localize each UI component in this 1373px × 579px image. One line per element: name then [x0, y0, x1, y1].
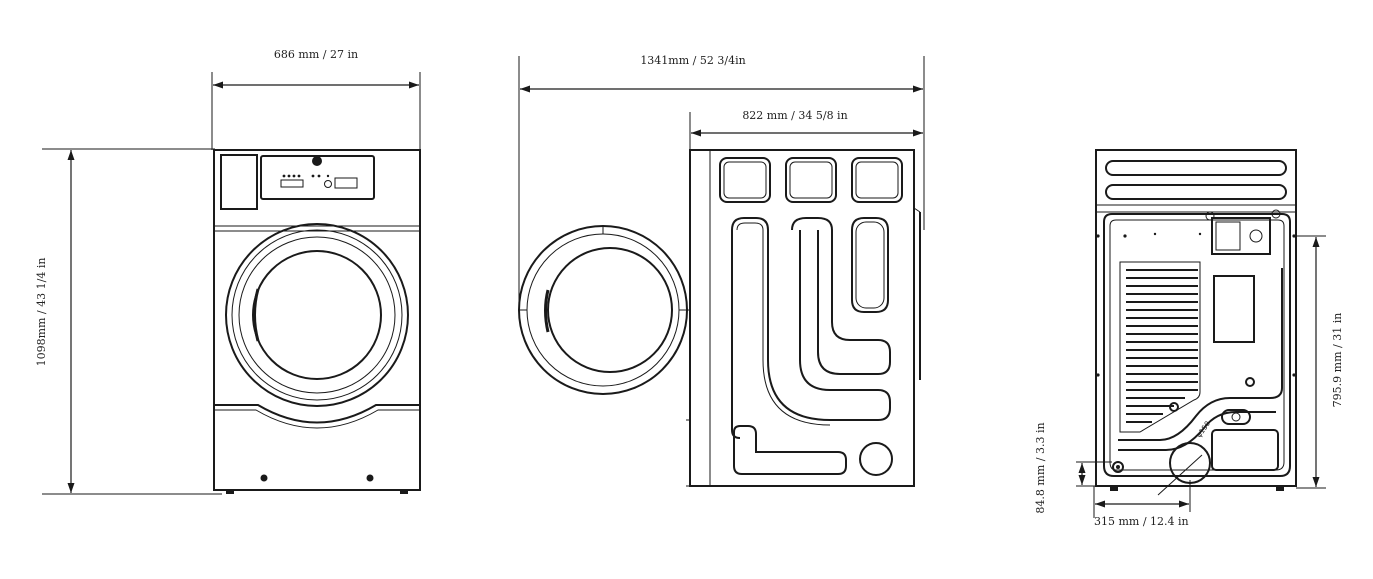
side-vent [719, 157, 771, 203]
rear-vent-slots [1126, 269, 1198, 423]
side-view: 1341mm / 52 3/4in 822 mm / 34 5/8 in [518, 54, 925, 487]
front-width-dimension: 686 mm / 27 in [211, 48, 421, 150]
rear-small-height-label: 84.8 mm / 3.3 in [1034, 422, 1047, 513]
front-height-label: 1098mm / 43 1/4 in [35, 258, 48, 367]
rear-access-panel [1211, 429, 1279, 471]
side-cabinet [689, 149, 915, 487]
rear-small-height-dimension: 84.8 mm / 3.3 in [1034, 422, 1112, 514]
front-dispenser [220, 154, 258, 210]
side-vent [785, 157, 837, 203]
rear-cabinet [1095, 149, 1297, 487]
front-view: 686 mm / 27 in 1098mm / 43 1/4 in [35, 48, 421, 495]
front-knob [312, 156, 322, 166]
side-total-depth-label: 1341mm / 52 3/4in [640, 54, 745, 67]
side-total-depth-dimension: 1341mm / 52 3/4in [518, 54, 925, 312]
rear-vent-height-label: 795.9 mm / 31 in [1331, 313, 1344, 408]
front-control-panel [260, 155, 375, 200]
rear-vent-offset-dimension: 315 mm / 12.4 in [1093, 480, 1191, 528]
rear-terminal-box [1211, 217, 1271, 255]
rear-vent-offset-label: 315 mm / 12.4 in [1094, 515, 1189, 528]
side-vent [851, 157, 903, 203]
side-vent-port [859, 442, 893, 476]
front-width-label: 686 mm / 27 in [274, 48, 358, 61]
front-door-glass [252, 250, 382, 380]
front-cabinet [213, 149, 421, 491]
front-door-outer [225, 223, 409, 407]
rear-label-plate [1213, 275, 1255, 343]
front-height-dimension: 1098mm / 43 1/4 in [35, 148, 222, 495]
rear-vent-diameter-label: φ150 [1195, 420, 1212, 439]
rear-view: φ150 795.9 mm / 31 in 84.8 mm / 3.3 in [1034, 149, 1344, 528]
front-lower-panel [214, 404, 420, 424]
rear-vent-height-dimension: 795.9 mm / 31 in [1296, 235, 1344, 489]
side-body-depth-label: 822 mm / 34 5/8 in [742, 109, 847, 122]
side-body-depth-dimension: 822 mm / 34 5/8 in [689, 109, 923, 150]
